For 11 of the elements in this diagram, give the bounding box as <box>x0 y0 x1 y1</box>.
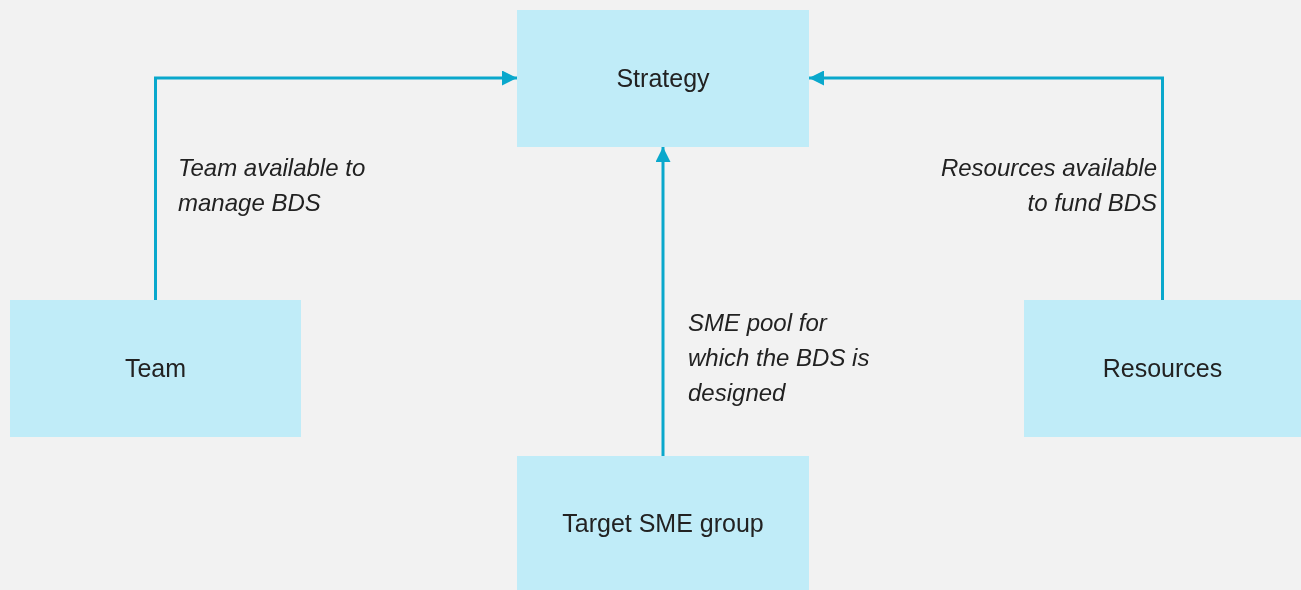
arrow <box>809 70 1164 300</box>
process-box <box>517 10 809 147</box>
box-label: Target SME group <box>562 508 764 538</box>
box-label: Resources <box>1102 354 1223 383</box>
box-label: Strategy <box>616 64 710 93</box>
box-label: Team <box>124 354 187 383</box>
process-box <box>1024 300 1301 437</box>
process-box <box>517 456 809 590</box>
arrow <box>655 147 671 456</box>
arrow <box>154 70 517 300</box>
process-box <box>10 300 301 437</box>
